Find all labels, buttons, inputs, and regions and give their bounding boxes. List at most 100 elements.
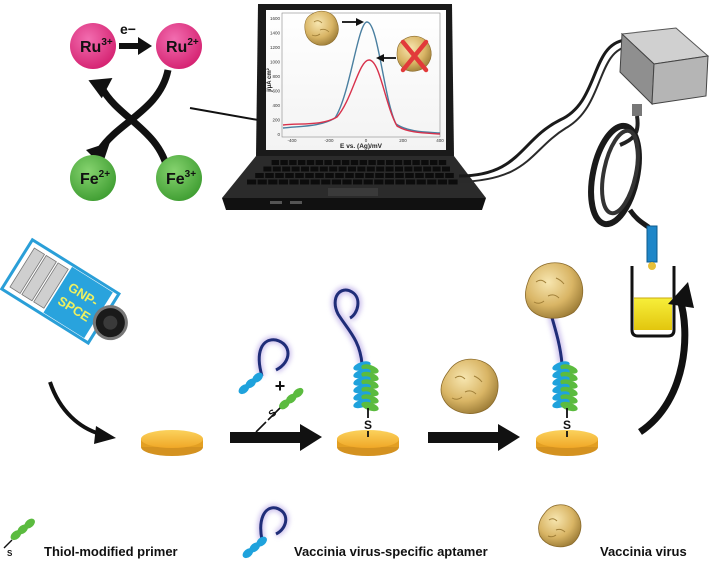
potentiostat-cable (458, 27, 710, 270)
keyboard-key (365, 173, 374, 178)
keyboard-key (257, 179, 267, 185)
keyboard-key (368, 160, 376, 165)
keyboard-key (432, 166, 441, 172)
x-tick-label: -400 (287, 138, 297, 143)
keyboard-key (405, 173, 414, 178)
fe3-charge: 3+ (185, 169, 197, 180)
keyboard-key (355, 173, 364, 178)
keyboard-key (366, 166, 375, 172)
keyboard-key (268, 179, 278, 185)
svg-text:Fe3+: Fe3+ (166, 169, 196, 188)
sulfur-label-probe: S (364, 418, 372, 432)
keyboard-key (430, 160, 438, 165)
process-arrowhead-2-icon (498, 424, 520, 451)
laptop (222, 4, 486, 210)
curve-with-virus (282, 59, 441, 135)
legend: S Thiol-modified primer Vaccinia virus-s… (3, 504, 687, 559)
keyboard-key (310, 166, 319, 172)
legend-primer-label: Thiol-modified primer (44, 544, 178, 559)
keyboard-key (295, 173, 304, 178)
keyboard-key (448, 179, 458, 185)
keyboard-key (335, 173, 344, 178)
keyboard-key (395, 166, 403, 172)
keyboard-key (403, 160, 411, 165)
x-tick-label: -200 (324, 138, 334, 143)
keyboard-key (265, 173, 274, 178)
keyboard-key (445, 173, 454, 178)
keyboard-key (423, 166, 432, 172)
svg-text:Ru2+: Ru2+ (166, 37, 199, 56)
keyboard-key (350, 160, 359, 165)
keyboard-key (345, 173, 354, 178)
touchpad (328, 188, 378, 196)
x-tick-label: 0 (365, 138, 368, 143)
virus-cross-icon (396, 35, 432, 73)
keyboard-key (348, 166, 356, 172)
keyboard-key (289, 179, 299, 185)
y-tick-label: 1200 (270, 45, 281, 50)
keyboard-key (280, 160, 288, 165)
process-arrow-2 (428, 432, 500, 443)
plot-frame (281, 12, 441, 138)
keyboard-key (438, 160, 447, 165)
keyboard-key (324, 160, 332, 165)
keyboard-key (416, 179, 426, 185)
y-tick-label: 1400 (270, 31, 281, 36)
primer-strand-segment (361, 401, 379, 412)
keyboard-key (375, 173, 384, 178)
y-tick-label: 400 (272, 103, 280, 108)
potentiostat-device (619, 27, 710, 116)
keyboard-key (435, 173, 444, 178)
process-arrowhead-1-icon (300, 424, 322, 451)
keyboard-key (289, 160, 297, 165)
gold-disk-virus (536, 430, 598, 456)
keyboard-key (359, 160, 367, 165)
y-tick-label: 200 (272, 118, 280, 123)
legend-primer-icon (10, 518, 35, 541)
keyboard-key (285, 173, 294, 178)
keyboard-key (298, 160, 306, 165)
svg-text:Ru3+: Ru3+ (80, 37, 113, 56)
keyboard-key (247, 179, 257, 185)
screen-virus-icon (304, 10, 339, 46)
keyboard-key (272, 166, 281, 172)
keyboard-key (331, 179, 341, 185)
keyboard-key (363, 179, 373, 185)
y-tick-label: 0 (277, 132, 280, 137)
keyboard-key (342, 179, 352, 185)
keyboard-key (338, 166, 347, 172)
plot-xlabel: E vs. (Ag)/mV (340, 143, 383, 150)
redox-cycle: e− Ru3+ Ru2+ Fe2+ Fe3+ (70, 21, 202, 201)
screen-arrow-blue-peak-icon (356, 18, 364, 26)
keyboard-key (282, 166, 291, 172)
keyboard-key (395, 173, 404, 178)
keyboard (247, 160, 458, 185)
keyboard-key (425, 173, 434, 178)
hybrid-helix-bound (552, 361, 578, 412)
ru2-symbol: Ru (166, 39, 187, 56)
keyboard-key (385, 166, 394, 172)
keyboard-key (376, 166, 385, 172)
keyboard-key (278, 179, 288, 185)
screen-arrow-red-peak-icon (376, 54, 384, 62)
keyboard-key (412, 160, 420, 165)
keyboard-key (415, 173, 424, 178)
keyboard-key (342, 160, 350, 165)
keyboard-key (442, 166, 450, 172)
svg-text:Fe2+: Fe2+ (80, 169, 110, 188)
keyboard-key (310, 179, 320, 185)
keyboard-key (357, 166, 366, 172)
keyboard-key (319, 166, 328, 172)
probe-assembly: S (331, 286, 379, 437)
dipped-electrode (646, 225, 658, 263)
bound-assembly: S (524, 262, 584, 437)
ru3-node (70, 23, 116, 69)
y-tick-label: 1000 (270, 60, 281, 65)
cycle-arrow-down (97, 69, 172, 153)
laptop-front-edge (222, 198, 486, 210)
keyboard-key (394, 160, 403, 165)
plus-sign: + (275, 376, 286, 396)
fe2-symbol: Fe (80, 171, 99, 188)
